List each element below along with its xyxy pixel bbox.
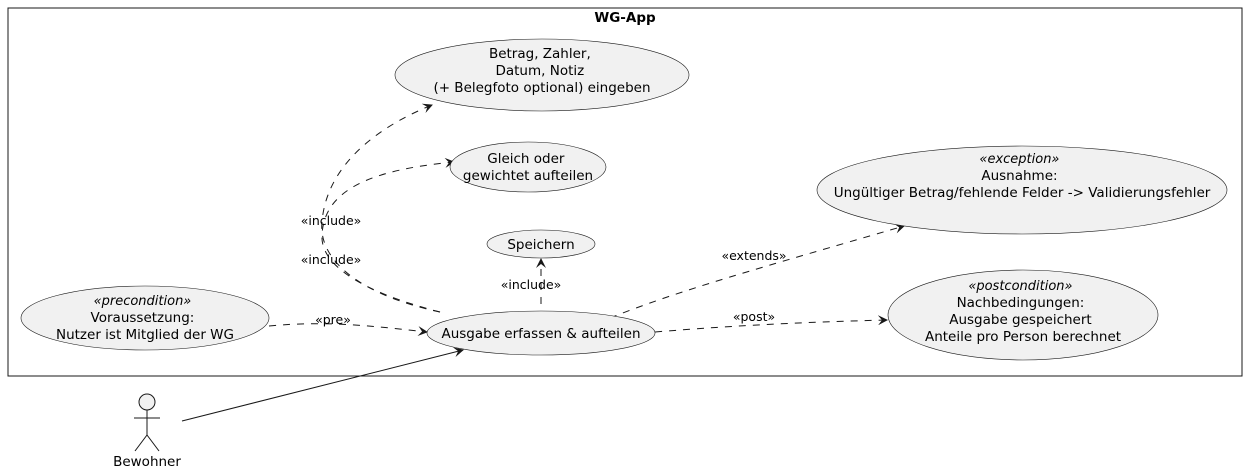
use-case-speichern-line: Speichern [507,237,574,253]
postcondition-line: Anteile pro Person berechnet [925,329,1121,345]
exception-stereotype: «exception» [979,152,1059,167]
use-case-speichern[interactable]: Speichern [486,229,596,259]
use-case-eingeben-line: Betrag, Zahler, [489,46,591,62]
include-eingeben-connector [321,103,441,313]
pre-label: «pre» [315,312,351,327]
use-case-eingeben-line: Datum, Notiz [495,63,584,79]
use-case-aufteilen[interactable]: Gleich oder gewichtet aufteilen [449,141,607,193]
precondition-line: Voraussetzung: [91,310,195,326]
actor-association [181,347,464,422]
use-case-eingeben[interactable]: Betrag, Zahler, Datum, Notiz (+ Belegfot… [394,38,690,112]
post-connector [654,315,888,333]
pre-connector [268,323,428,337]
extends-connector [609,223,905,319]
use-case-precondition[interactable]: «precondition» Voraussetzung: Nutzer ist… [20,285,270,351]
system-title: WG-App [594,10,656,26]
precondition-stereotype: «precondition» [94,294,192,309]
use-case-eingeben-line: (+ Belegfoto optional) eingeben [433,80,650,96]
postcondition-line: Nachbedingungen: [957,295,1085,311]
svg-text:Betrag, Zahler, Datum, N: Betrag, Zahler, Datum, Notiz (+ Belegfot… [433,46,650,96]
stick-figure-icon [134,393,160,452]
precondition-line: Nutzer ist Mitglied der WG [56,327,234,343]
use-case-postcondition[interactable]: «postcondition» Nachbedingungen: Ausgabe… [887,269,1159,361]
exception-line: Ausnahme: [981,168,1057,184]
include-label-speichern: «include» [501,277,562,292]
actor-name: Bewohner [113,454,181,470]
use-case-aufteilen-line: Gleich oder [487,151,565,167]
svg-text:Gleich oder gewichtet au: Gleich oder gewichtet aufteilen [463,151,593,184]
actor-bewohner[interactable]: Bewohner [113,393,181,470]
svg-text:«postcondition» Nachbedi: «postcondition» Nachbedingungen: Ausgabe… [925,275,1121,345]
use-case-ausgabe[interactable]: Ausgabe erfassen & aufteilen [426,310,656,356]
exception-line: Ungültiger Betrag/fehlende Felder -> Val… [834,185,1211,201]
svg-text:Speichern: Speichern [507,237,574,253]
use-case-ausgabe-line: Ausgabe erfassen & aufteilen [441,326,640,342]
include-label-aufteilen: «include» [301,252,362,267]
include-label-eingeben: «include» [301,213,362,228]
use-case-exception[interactable]: «exception» Ausnahme: Ungültiger Betrag/… [816,145,1228,235]
svg-text:«exception» Ausnahme:: «exception» Ausnahme: Ungültiger Betrag/… [834,148,1211,201]
postcondition-stereotype: «postcondition» [968,279,1072,294]
post-label: «post» [733,309,775,324]
svg-text:«precondition» Vorausset: «precondition» Voraussetzung: Nutzer ist… [56,290,234,343]
postcondition-line: Ausgabe gespeichert [949,312,1092,328]
svg-text:Ausgabe erfassen & aufteilen: Ausgabe erfassen & aufteilen [441,326,640,342]
extends-label: «extends» [721,248,786,263]
use-case-aufteilen-line: gewichtet aufteilen [463,168,593,184]
